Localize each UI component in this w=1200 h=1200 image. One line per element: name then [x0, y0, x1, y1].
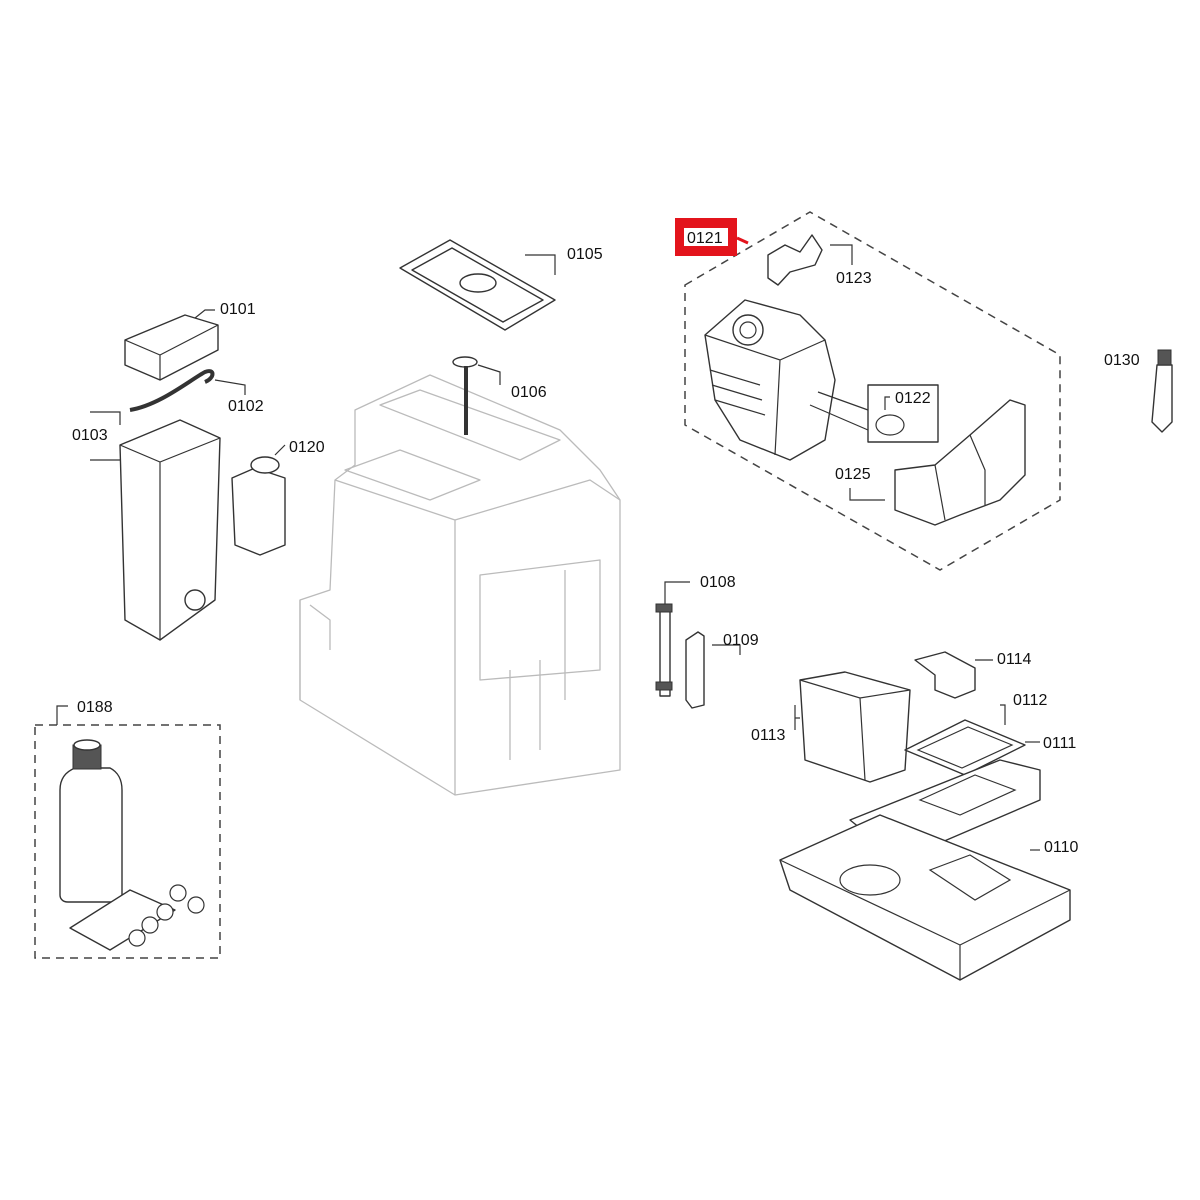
label-0122: 0122 [895, 390, 931, 407]
part-0188-care-kit[interactable]: 0188 [34, 699, 221, 959]
machine-body-ghost [299, 374, 621, 796]
label-0125: 0125 [835, 466, 871, 483]
label-0105: 0105 [567, 246, 603, 263]
part-0112-drip-grid[interactable]: 0112 [904, 692, 1048, 776]
part-0103-water-tank[interactable]: 0103 [72, 411, 221, 641]
label-0123: 0123 [836, 270, 872, 287]
part-0125-cover[interactable]: 0125 [835, 399, 1026, 526]
part-0105-lid[interactable]: 0105 [399, 239, 603, 331]
label-0188: 0188 [77, 699, 113, 716]
label-0108: 0108 [700, 574, 736, 591]
label-0112: 0112 [1013, 692, 1048, 709]
part-0121-brewing-unit-group[interactable]: 0121 [675, 211, 1061, 571]
label-0111: 0111 [1043, 735, 1076, 752]
part-0102-hose[interactable]: 0102 [129, 369, 264, 415]
label-0106: 0106 [511, 384, 547, 401]
label-0120: 0120 [289, 439, 325, 456]
label-0114: 0114 [997, 651, 1032, 668]
label-0101: 0101 [220, 301, 256, 318]
part-0109-pipe-cover[interactable]: 0109 [685, 631, 759, 709]
part-0120-water-filter[interactable]: 0120 [231, 439, 325, 556]
label-0121: 0121 [687, 230, 723, 247]
label-0109: 0109 [723, 632, 759, 649]
part-0122-seal[interactable]: 0122 [809, 384, 939, 443]
part-0101-tank-lid[interactable]: 0101 [124, 301, 256, 381]
label-0103: 0103 [72, 427, 108, 444]
label-0113: 0113 [751, 727, 786, 744]
part-0106-screw[interactable]: 0106 [452, 356, 547, 435]
part-0114-clip[interactable]: 0114 [914, 651, 1032, 699]
label-0130: 0130 [1104, 352, 1140, 369]
label-0110: 0110 [1044, 839, 1079, 856]
part-0108-valve[interactable]: 0108 [655, 574, 736, 697]
label-0102: 0102 [228, 398, 264, 415]
part-0113-grounds-container[interactable]: 0113 [751, 671, 911, 783]
part-brewing-unit[interactable] [704, 299, 836, 461]
part-0123-lever[interactable]: 0123 [767, 234, 872, 287]
part-0110-drip-tray[interactable]: 0110 [779, 814, 1079, 981]
part-0130-grease-tube[interactable]: 0130 [1104, 349, 1173, 433]
